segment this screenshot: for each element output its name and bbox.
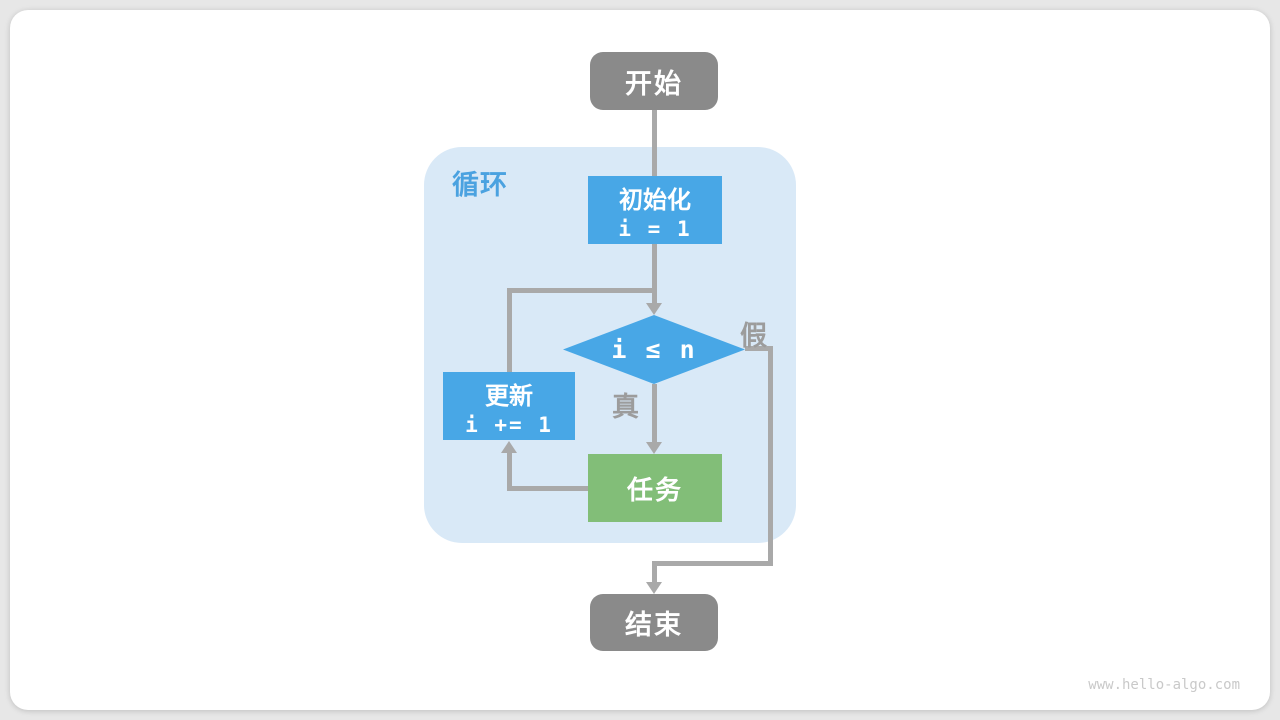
connector-init-to-condition: [652, 244, 657, 303]
true-branch-label: 真: [612, 392, 639, 422]
arrowhead-into-condition: [646, 303, 662, 315]
connector-start-to-init: [652, 110, 657, 177]
connector-into-end-vertical: [652, 561, 657, 582]
init-node-code: i = 1: [618, 216, 692, 241]
connector-feedback-vertical: [507, 288, 512, 374]
task-node: 任务: [588, 454, 722, 522]
end-node: 结束: [590, 594, 718, 651]
false-branch-label: 假: [740, 321, 767, 351]
connector-feedback-horizontal: [507, 288, 657, 293]
arrowhead-into-task: [646, 442, 662, 454]
update-node-title: 更新: [485, 382, 533, 410]
end-node-label: 结束: [625, 610, 683, 640]
arrowhead-into-update: [501, 441, 517, 453]
start-node-label: 开始: [625, 68, 683, 99]
connector-false-vertical: [768, 346, 773, 566]
connector-task-to-update-horizontal: [509, 486, 590, 491]
init-node-title: 初始化: [619, 186, 691, 214]
init-node: 初始化 i = 1: [588, 176, 722, 244]
task-node-label: 任务: [626, 474, 683, 505]
arrowhead-into-end: [646, 582, 662, 594]
connector-condition-to-task: [652, 384, 657, 442]
watermark-text: www.hello-algo.com: [1088, 677, 1240, 693]
update-node: 更新 i += 1: [443, 372, 575, 440]
connector-false-bottom-horizontal: [652, 561, 773, 566]
connector-task-to-update-vertical: [507, 452, 512, 491]
connector-false-top-horizontal: [745, 346, 773, 351]
start-node: 开始: [590, 52, 718, 110]
loop-region-label: 循环: [452, 170, 508, 200]
update-node-code: i += 1: [465, 412, 553, 437]
condition-node-label: i ≤ n: [611, 335, 697, 364]
